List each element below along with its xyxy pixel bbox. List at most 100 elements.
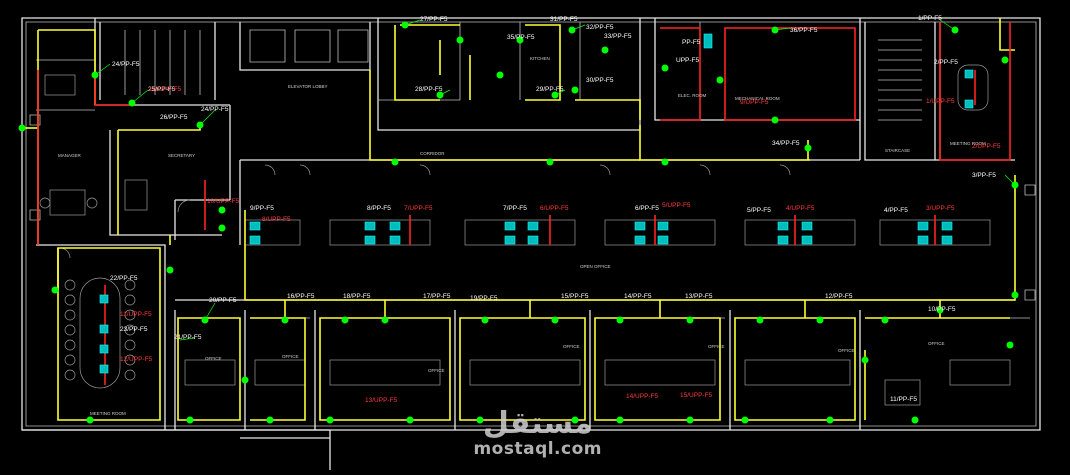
pp-label: 13/PP-F5	[685, 293, 713, 300]
upp-label: 6/UPP-F5	[540, 205, 569, 212]
pp-label: 16/PP-F5	[287, 293, 315, 300]
socket-icon	[481, 316, 489, 324]
pp-label: 14/PP-F5	[624, 293, 652, 300]
pp-label: 34/PP-F5	[772, 140, 800, 147]
socket-icon	[266, 416, 274, 424]
upp-label: 16/UPP-F5	[149, 86, 182, 93]
upp-label: 1/UPP-F5	[926, 98, 955, 105]
socket-icon	[741, 416, 749, 424]
pp-label: 1/PP-F5	[918, 15, 942, 22]
watermark-latin: mostaql.com	[473, 439, 602, 459]
panel-label: UPP-F5	[676, 57, 700, 64]
pp-label: 26/PP-F5	[160, 114, 188, 121]
pp-label: 2/PP-F5	[934, 59, 958, 66]
upp-labels: 1/UPP-F5 2/UPP-F5 3/UPP-F5 4/UPP-F5 5/UP…	[120, 86, 1001, 404]
room-elec: ELEC. ROOM	[678, 93, 707, 98]
socket-icon	[86, 416, 94, 424]
room-office-6: OFFICE	[838, 348, 855, 353]
pp-label: 20/PP-F5	[209, 297, 237, 304]
pp-label: 25/PP-F5	[148, 86, 176, 93]
pp-label: 23/PP-F5	[120, 326, 148, 333]
socket-icon	[756, 316, 764, 324]
pp-label: 24/PP-F5	[201, 106, 229, 113]
upp-label: 9/UPP-F5	[740, 99, 769, 106]
room-names: MANAGER SECRETARY ELEVATOR LOBBY CORRIDO…	[58, 56, 986, 416]
upp-label: 5/UPP-F5	[662, 202, 691, 209]
room-open-office: OPEN OFFICE	[580, 264, 611, 269]
socket-icon	[551, 316, 559, 324]
upp-label: 4/UPP-F5	[786, 205, 815, 212]
room-elevator-lobby: ELEVATOR LOBBY	[288, 84, 328, 89]
room-kitchen: KITCHEN	[530, 56, 550, 61]
socket-icon	[218, 224, 226, 232]
socket-icon	[166, 266, 174, 274]
pp-label: 35/PP-F5	[507, 34, 535, 41]
socket-icon	[341, 316, 349, 324]
socket-icon	[241, 376, 249, 384]
room-office-3: OFFICE	[428, 368, 445, 373]
pp-label: 27/PP-F5	[420, 16, 448, 23]
pp-label: 36/PP-F5	[790, 27, 818, 34]
watermark-arabic: مستقل	[482, 406, 593, 441]
socket-icon	[476, 416, 484, 424]
pp-label: 24/PP-F5	[112, 61, 140, 68]
pp-label: 30/PP-F5	[586, 77, 614, 84]
socket-icon	[716, 76, 724, 84]
pp-label: 17/PP-F5	[423, 293, 451, 300]
socket-icon	[456, 36, 464, 44]
upp-circuits	[37, 22, 1011, 385]
socket-icon	[51, 286, 59, 294]
pp-label: 29/PP-F5	[536, 86, 564, 93]
room-office-1: OFFICE	[205, 356, 222, 361]
pp-label: 12/PP-F5	[825, 293, 853, 300]
socket-icon	[1001, 56, 1009, 64]
upp-label: 12/UPP-F5	[120, 356, 153, 363]
socket-icon	[496, 71, 504, 79]
room-staircase: STAIRCASE	[885, 148, 910, 153]
upp-label: 10/UPP-F5	[207, 198, 240, 205]
room-mechanical: MECHANICAL ROOM	[735, 96, 780, 101]
socket-icon	[826, 416, 834, 424]
upp-label: 11/UPP-F5	[120, 311, 152, 318]
pp-label: 28/PP-F5	[415, 86, 443, 93]
socket-icon	[661, 64, 669, 72]
room-secretary: SECRETARY	[168, 153, 195, 158]
socket-icon	[516, 36, 524, 44]
socket-icon	[601, 46, 609, 54]
upp-label: 2/UPP-F5	[972, 143, 1001, 150]
room-corridor: CORRIDOR	[420, 151, 445, 156]
workstation-floor-boxes	[99, 33, 974, 374]
upp-label: 8/UPP-F5	[262, 216, 291, 223]
pp-label: 7/PP-F5	[503, 205, 527, 212]
socket-icon	[911, 416, 919, 424]
leader-lines	[94, 19, 1016, 341]
pp-label: 33/PP-F5	[604, 33, 632, 40]
upp-label: 7/UPP-F5	[404, 205, 433, 212]
socket-icon	[1006, 341, 1014, 349]
socket-symbols	[18, 21, 1019, 424]
room-office-2: OFFICE	[282, 354, 299, 359]
pp-label: 8/PP-F5	[367, 205, 391, 212]
socket-icon	[881, 316, 889, 324]
pp-label: 9/PP-F5	[250, 205, 274, 212]
pp-label: 21/PP-F5	[174, 334, 202, 341]
pp-label: 15/PP-F5	[561, 293, 589, 300]
furniture	[39, 64, 1011, 406]
upp-label: 3/UPP-F5	[926, 205, 955, 212]
room-meeting-top: MEETING ROOM	[950, 141, 986, 146]
socket-icon	[18, 124, 26, 132]
socket-icon	[661, 158, 669, 166]
upp-label: 13/UPP-F5	[365, 397, 398, 404]
socket-icon	[616, 416, 624, 424]
socket-icon	[771, 116, 779, 124]
pp-label: 31/PP-F5	[550, 16, 578, 23]
pp-label: 22/PP-F5	[110, 275, 138, 282]
room-office-7: OFFICE	[928, 341, 945, 346]
pp-label: 18/PP-F5	[343, 293, 371, 300]
socket-icon	[816, 316, 824, 324]
pp-label: 5/PP-F5	[747, 207, 771, 214]
pp-label: 11/PP-F5	[890, 396, 917, 403]
socket-icon	[381, 316, 389, 324]
socket-icon	[326, 416, 334, 424]
pp-label: 3/PP-F5	[972, 172, 996, 179]
